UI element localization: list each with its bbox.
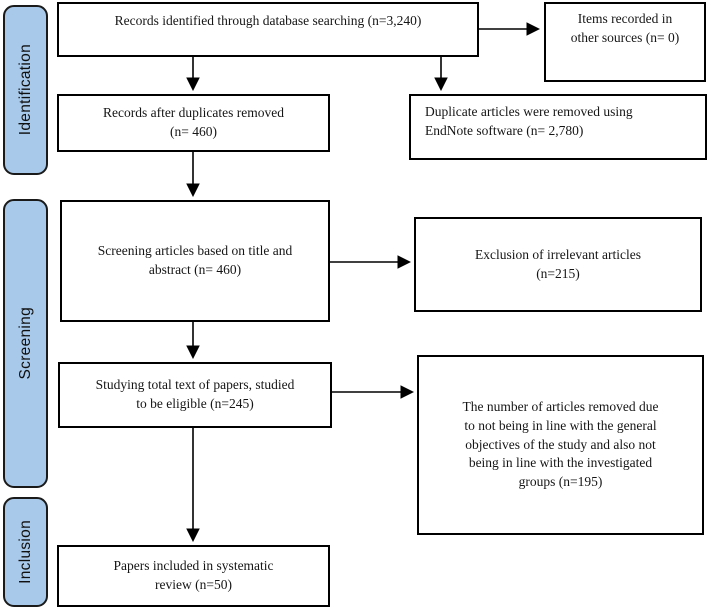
flow-box-records-identified: Records identified through database sear… (57, 2, 479, 57)
flow-box-screening-title-abstract: Screening articles based on title and ab… (60, 200, 330, 322)
flow-box-fulltext-eligibility: Studying total text of papers, studied t… (58, 362, 332, 428)
stage-label-screening-text: Screening (16, 307, 34, 380)
flow-box-duplicates-removed: Duplicate articles were removed using En… (409, 94, 707, 160)
stage-label-screening: Screening (3, 199, 48, 488)
stage-label-inclusion: Inclusion (3, 497, 48, 607)
stage-label-inclusion-text: Inclusion (16, 520, 34, 584)
flow-box-included-in-review: Papers included in systematic review (n=… (57, 545, 330, 607)
stage-label-identification-text: Identification (16, 44, 34, 136)
flow-box-exclusion-irrelevant: Exclusion of irrelevant articles (n=215) (414, 217, 702, 312)
flow-box-records-after-duplicates: Records after duplicates removed (n= 460… (57, 94, 330, 152)
flow-box-items-other-sources: Items recorded in other sources (n= 0) (544, 2, 706, 82)
stage-label-identification: Identification (3, 5, 48, 175)
flow-box-articles-removed-objectives: The number of articles removed due to no… (417, 355, 704, 535)
